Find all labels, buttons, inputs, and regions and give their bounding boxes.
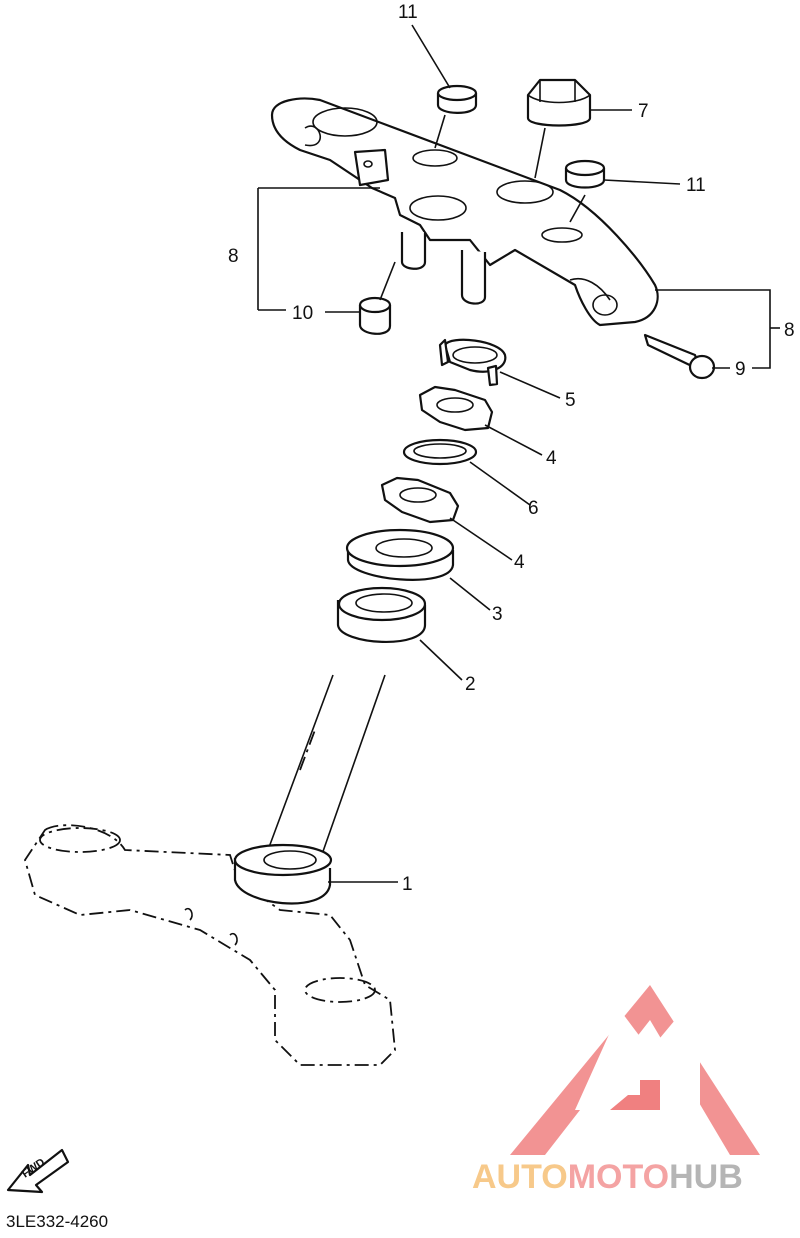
callout-8-left: 8 (228, 246, 239, 267)
callout-6: 6 (528, 498, 539, 519)
callout-3: 3 (492, 604, 503, 625)
leader-lines (257, 24, 780, 883)
seal-3 (345, 528, 455, 581)
callout-4-lower: 4 (514, 552, 525, 573)
callout-2: 2 (465, 674, 476, 695)
washer-6 (402, 438, 478, 466)
damper-10 (358, 296, 392, 335)
cap-11-right (564, 159, 606, 189)
cap-11-top (436, 84, 478, 114)
callout-9: 9 (735, 359, 746, 380)
ring-nut-4-upper (418, 385, 494, 432)
watermark-moto: MOTO (568, 1158, 669, 1196)
nut-7 (526, 78, 592, 127)
ring-nut-4-lower (380, 476, 460, 524)
watermark-hub: HUB (669, 1158, 743, 1196)
steering-stem (24, 674, 396, 1066)
automotohub-logo-mark (510, 985, 760, 1155)
callout-5: 5 (565, 390, 576, 411)
callout-4-upper: 4 (546, 448, 557, 469)
upper-bracket (270, 97, 659, 327)
bearing-2 (336, 586, 427, 643)
diagram-code: 3LE332-4260 (6, 1212, 109, 1231)
fwd-arrow-icon: FWD (6, 1148, 70, 1194)
lock-washer-5 (438, 338, 507, 387)
bolt-9 (643, 333, 716, 380)
callout-7: 7 (638, 101, 649, 122)
watermark-auto: AUTO (472, 1158, 568, 1196)
callout-11-right: 11 (686, 175, 706, 196)
svg-text:AUTOMOTOHUB: AUTOMOTOHUB (472, 1158, 743, 1196)
callout-11-top: 11 (398, 2, 418, 23)
callout-1: 1 (402, 874, 413, 895)
callout-10: 10 (292, 303, 313, 324)
callout-8-right: 8 (784, 320, 795, 341)
